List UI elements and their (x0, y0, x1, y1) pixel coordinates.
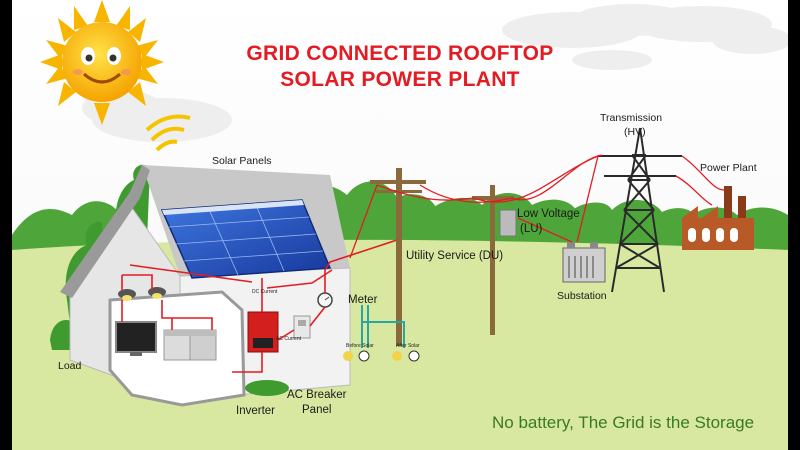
label-after-solar: After Solar (396, 343, 420, 349)
label-transmission-line-2: (HV) (624, 126, 646, 138)
washing-machine-icon (163, 329, 217, 361)
label-ac-breaker-line-1: AC Breaker (287, 389, 347, 401)
label-low-voltage-line-1: Low Voltage (517, 208, 580, 220)
diagram-artwork (12, 0, 788, 450)
label-ac-breaker-line-2: Panel (302, 404, 332, 416)
label-power-plant: Power Plant (700, 162, 757, 174)
label-dc-current: DC Current (252, 289, 278, 295)
label-solar-panels: Solar Panels (212, 155, 272, 167)
label-ac-current: AC Current (276, 336, 302, 342)
wiring (121, 239, 398, 373)
tagline: No battery, The Grid is the Storage (492, 413, 755, 432)
grid-wires (349, 154, 725, 259)
label-substation: Substation (557, 290, 607, 302)
label-utility-service: Utility Service (DU) (406, 250, 504, 262)
transmission-tower-icon (598, 127, 682, 293)
inverter-icon (247, 311, 279, 353)
meter-connection (343, 305, 420, 362)
transformer-icon (499, 209, 517, 237)
substation-icon (562, 242, 606, 283)
label-load: Load (58, 360, 82, 372)
utility-pole-icon (370, 168, 514, 346)
breaker-panel-icon (293, 315, 311, 339)
title-line-1: GRID CONNECTED ROOFTOP (246, 42, 554, 65)
power-plant-icon (682, 186, 754, 250)
label-low-voltage-line-2: (LU) (520, 223, 543, 235)
meter-icon (317, 292, 333, 308)
label-before-solar: Before Solar (346, 343, 374, 349)
sun-rays (145, 114, 191, 152)
sun-icon (40, 0, 164, 125)
label-meter: Meter (348, 294, 378, 306)
title-line-2: SOLAR POWER PLANT (280, 68, 520, 91)
solar-panel-icon (160, 199, 332, 279)
label-inverter: Inverter (236, 405, 275, 417)
label-transmission-line-1: Transmission (600, 112, 663, 124)
diagram-canvas: GRID CONNECTED ROOFTOP SOLAR POWER PLANT… (12, 0, 788, 450)
tv-icon (115, 321, 157, 356)
